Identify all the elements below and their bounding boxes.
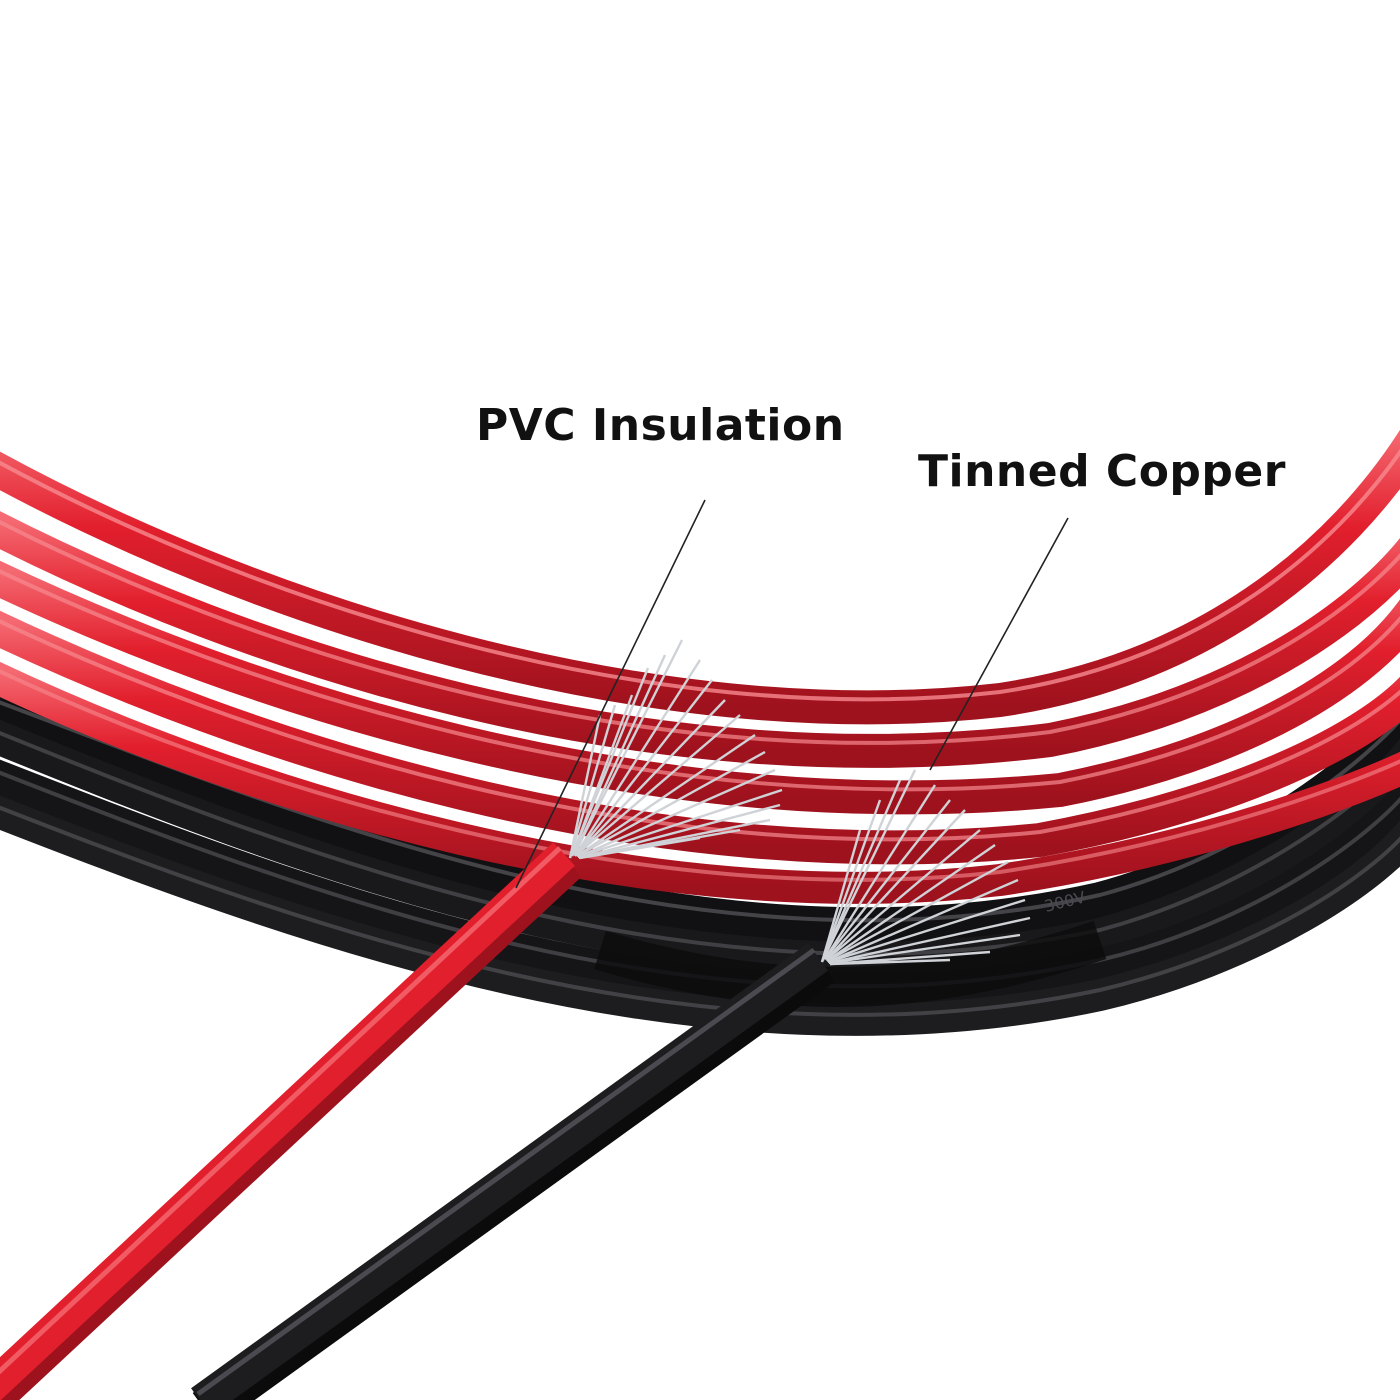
tinned-strands-red (568, 639, 783, 860)
black-wire-cut (191, 943, 835, 1400)
label-pvc-insulation: PVC Insulation (476, 400, 845, 451)
tinned-strands-black (820, 769, 1031, 966)
leader-line-copper (929, 517, 1069, 771)
leader-line-pvc (515, 499, 706, 889)
red-wire-coil (0, 429, 1400, 904)
label-tinned-copper: Tinned Copper (918, 446, 1286, 497)
red-wire-cut (0, 842, 582, 1400)
